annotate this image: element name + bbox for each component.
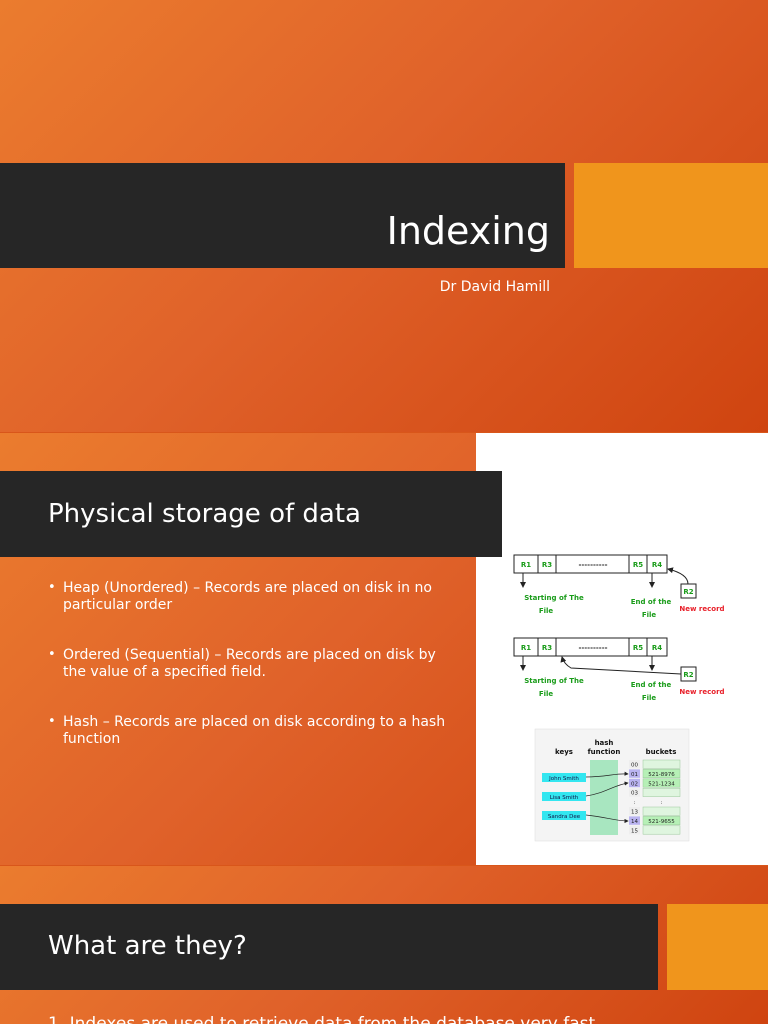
accent-block: [574, 163, 768, 268]
bullet-heap: Heap (Unordered) – Records are placed on…: [48, 579, 448, 614]
hash-index-3: 03: [631, 791, 638, 797]
bullet-ordered: Ordered (Sequential) – Records are place…: [48, 646, 448, 681]
slide-1[interactable]: Indexing Dr David Hamill: [0, 0, 768, 432]
hash-bucket-1: 521-8976: [648, 772, 675, 778]
slide-title: What are they?: [48, 931, 247, 961]
accent-block: [667, 904, 768, 990]
hash-bucket-2: 521-1234: [648, 781, 675, 787]
hash-bucket-cell-2: [642, 778, 681, 788]
hash-index-cell-0: [629, 760, 640, 769]
heap-end-label-1: End of the: [631, 598, 672, 606]
hash-col-buckets: buckets: [646, 748, 677, 756]
ordered-new-record-label: New record: [679, 688, 724, 696]
hash-index-2: 02: [631, 781, 638, 787]
hash-index-cell-5: [629, 807, 640, 816]
ordered-end-label-1: End of the: [631, 681, 672, 689]
hash-col-hash-2: function: [588, 748, 621, 756]
hash-index-0: 00: [631, 763, 638, 769]
hash-index-cell-7: [629, 825, 640, 835]
hash-index-cell-3: [629, 788, 640, 797]
hash-key-1: Lisa Smith: [550, 795, 579, 801]
heap-cell-3: R5: [633, 561, 643, 569]
hash-key-box-0: [542, 773, 586, 782]
hash-index-4: :: [634, 800, 636, 806]
heap-insert-arrow: [667, 567, 689, 585]
slide-subtitle: Dr David Hamill: [439, 279, 550, 295]
title-bar: [0, 163, 565, 268]
hash-index-cell-6: [629, 816, 640, 825]
hash-bucket-cell-7: [642, 825, 681, 835]
hash-function-block: [590, 760, 618, 835]
ordered-start-label-2: File: [539, 690, 554, 698]
ordered-new-record-cell: R2: [683, 671, 693, 679]
hash-key-box-1: [542, 792, 586, 801]
hash-bucket-cell-6: [642, 816, 681, 826]
hash-bucket-4: :: [661, 800, 663, 806]
ordered-end-label-2: File: [642, 694, 657, 702]
slide-title: Indexing: [386, 209, 550, 253]
hash-index-cell-1: [629, 769, 640, 778]
hash-link-1: [585, 781, 629, 797]
heap-cell-1: R3: [542, 561, 552, 569]
hash-bucket-cell-0: [642, 759, 681, 769]
hash-index-1: 01: [631, 772, 638, 778]
hash-bucket-6: 521-9655: [648, 819, 675, 825]
hash-index-7: 15: [631, 828, 638, 834]
ordered-start-label-1: Starting of The: [524, 677, 584, 685]
bullet-list: Heap (Unordered) – Records are placed on…: [48, 579, 448, 781]
hash-link-2: [585, 814, 629, 824]
ordered-cell-1: R3: [542, 644, 552, 652]
numbered-item-1: 1. Indexes are used to retrieve data fro…: [48, 1014, 596, 1024]
title-bar: [0, 471, 502, 557]
hash-key-box-2: [542, 811, 586, 820]
hash-col-hash-1: hash: [595, 739, 614, 747]
hash-index-6: 14: [631, 819, 638, 825]
heap-start-label-1: Starting of The: [524, 594, 584, 602]
hash-index-cell-2: [629, 778, 640, 788]
hash-bucket-cell-5: [642, 806, 681, 816]
heap-new-record-cell: R2: [683, 588, 693, 596]
hash-key-2: Sandra Dee: [548, 814, 581, 820]
hash-key-0: John Smith: [548, 776, 579, 782]
hash-col-keys: keys: [555, 748, 573, 756]
heap-new-record-label: New record: [679, 605, 724, 613]
slide-title: Physical storage of data: [48, 499, 361, 529]
heap-cell-0: R1: [521, 561, 531, 569]
ordered-insert-arrow: [560, 656, 682, 675]
hash-bucket-cell-3: [642, 787, 681, 797]
ordered-cell-0: R1: [521, 644, 531, 652]
heap-cell-4: R4: [652, 561, 662, 569]
heap-end-label-2: File: [642, 611, 657, 619]
hash-bucket-cell-1: [642, 769, 681, 779]
hash-link-0: [585, 771, 629, 778]
ordered-cell-3: R5: [633, 644, 643, 652]
slide-3[interactable]: What are they? 1. Indexes are used to re…: [0, 866, 768, 1024]
title-bar: [0, 904, 658, 990]
heap-start-label-2: File: [539, 607, 554, 615]
ordered-cell-2: ----------: [578, 644, 607, 652]
hash-index-5: 13: [631, 810, 638, 816]
heap-cell-2: ----------: [578, 561, 607, 569]
bullet-hash: Hash – Records are placed on disk accord…: [48, 713, 448, 748]
ordered-cell-4: R4: [652, 644, 662, 652]
